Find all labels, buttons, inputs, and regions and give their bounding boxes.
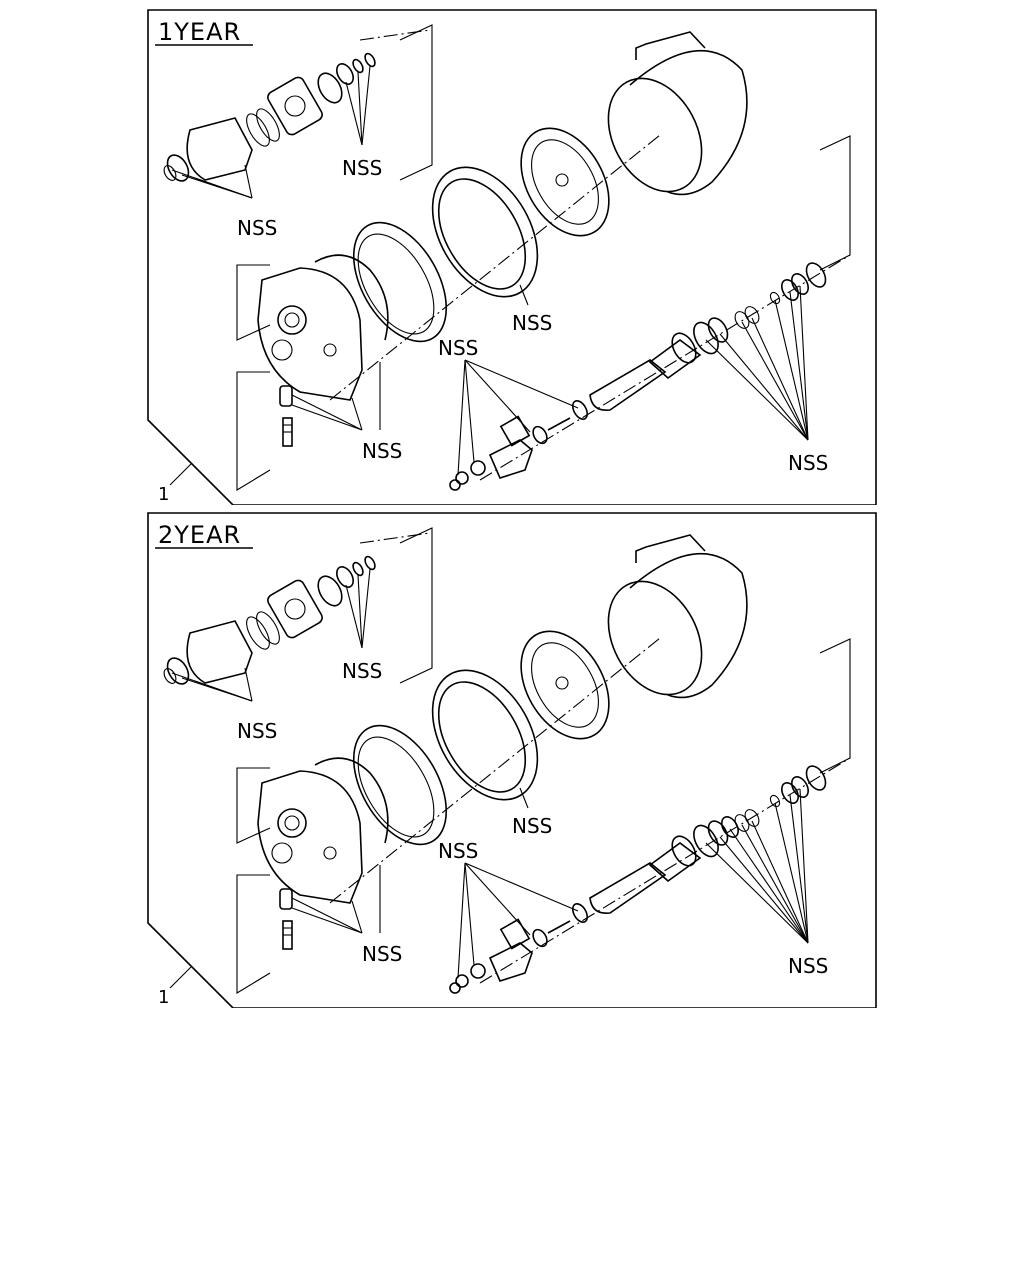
callout-leader [169,462,193,486]
leader-seal [519,787,529,809]
callout-number: 1 [158,987,169,1008]
group-bracket [236,371,271,491]
bolt-part [279,385,293,447]
nss-label: NSS [512,311,552,335]
plate-seals [314,630,610,846]
nss-label: NSS [438,839,478,863]
diagram-panel-2year: 2YEAR 1 NSS NSS [0,503,1024,1008]
group-bracket [819,638,851,774]
shaft-axis-centerline [479,254,851,481]
group-bracket [236,767,271,844]
group-bracket [236,264,271,341]
end-plate-body [257,267,363,401]
leaders-nss-mid [457,862,579,979]
leaders-nss-base [291,362,381,431]
group-bracket [819,135,851,271]
bolt-part [279,888,293,950]
end-plate-body [257,770,363,904]
panel-frame [147,512,877,1008]
leaders-nss-mid [457,359,579,476]
nss-label: NSS [788,954,828,978]
shaft-assembly [589,262,827,412]
shaft-assembly [589,765,827,915]
callout-leader [169,965,193,989]
leaders-nss-right [705,285,809,441]
panel-title: 1YEAR [158,18,241,46]
leaders-nss-top [345,568,371,649]
group-bracket [399,527,433,684]
centerline [359,532,431,544]
group-bracket [236,874,271,994]
nss-label: NSS [788,451,828,475]
valve-assembly [449,903,589,994]
main-axis-centerline [329,134,661,401]
leader-seal [519,284,529,306]
exploded-view-2year: 2YEAR 1 NSS NSS [147,512,877,1008]
leaders-nss-left [171,164,253,199]
leaders-nss-right [705,788,809,944]
nss-label: NSS [438,336,478,360]
drum-housing [607,534,748,699]
callout-number: 1 [158,484,169,505]
valve-assembly [449,400,589,491]
exploded-view-1year: 1YEAR 1 NSS NSS [147,9,877,505]
nss-label: NSS [362,439,402,463]
centerline [359,29,431,41]
head-assembly [163,555,376,685]
main-axis-centerline [329,637,661,904]
nss-label: NSS [237,719,277,743]
nss-label: NSS [237,216,277,240]
head-assembly [163,52,376,182]
panel-frame [147,9,877,505]
leaders-nss-top [345,65,371,146]
plate-seals [314,127,610,343]
leaders-nss-left [171,667,253,702]
leaders-nss-base [291,865,381,934]
panel-title: 2YEAR [158,521,241,549]
nss-label: NSS [342,156,382,180]
shaft-axis-centerline [479,757,851,984]
nss-label: NSS [362,942,402,966]
nss-label: NSS [512,814,552,838]
drum-housing [607,31,748,196]
group-bracket [399,24,433,181]
diagram-panel-1year: 1YEAR 1 NSS NSS [0,0,1024,505]
nss-label: NSS [342,659,382,683]
